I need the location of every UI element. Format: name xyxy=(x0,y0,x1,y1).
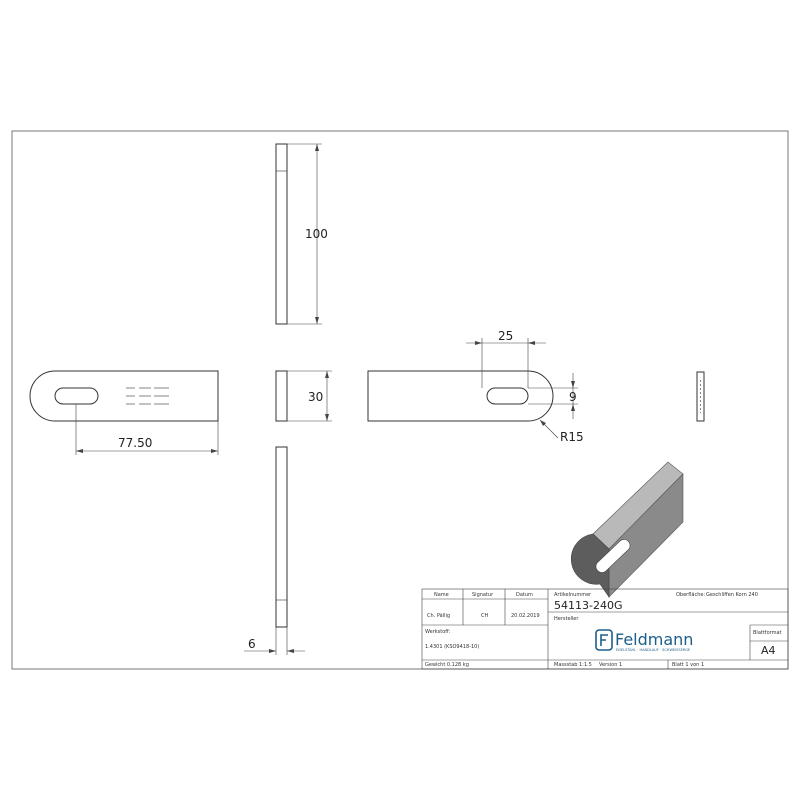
format-label: Blattformat xyxy=(753,630,782,636)
feldmann-logo-icon xyxy=(595,629,613,651)
dim-slot-pitch-label: 25 xyxy=(498,329,513,343)
dimension-radius: R15 xyxy=(539,419,584,444)
sheet-value: Blatt 1 von 1 xyxy=(672,662,704,668)
dimension-height: 100 xyxy=(287,143,328,325)
dimension-thickness: 6 xyxy=(244,627,305,655)
dim-slot-width-label: 9 xyxy=(569,390,577,404)
format-value: A4 xyxy=(761,644,776,657)
version-value: Version 1 xyxy=(599,662,622,668)
drafter-signature: CH xyxy=(481,613,488,619)
header-signature: Signatur xyxy=(472,592,494,598)
article-label: Artikelnummer xyxy=(554,592,592,598)
dim-height-label: 100 xyxy=(305,227,328,241)
dim-width-label: 30 xyxy=(308,390,323,404)
dim-radius-label: R15 xyxy=(560,430,584,444)
material-value: 1.4301 (KSO9418-10) xyxy=(425,644,479,650)
header-date: Datum xyxy=(516,592,533,598)
bottom-edge-view xyxy=(275,446,288,628)
manufacturer-label: Hersteller xyxy=(554,616,579,622)
top-edge-view xyxy=(275,143,288,325)
weight-value: Gewicht 0.128 kg xyxy=(425,662,469,668)
dimension-width: 30 xyxy=(287,370,332,422)
article-number: 54113-240G xyxy=(554,599,622,612)
dim-hole-position-label: 77.50 xyxy=(118,436,152,450)
drafter-name: Ch. Pällig xyxy=(427,613,450,619)
logo-tagline: EDELSTAHL · HANDLAUF · SCHWEISSERGE xyxy=(616,648,690,652)
front-view-part xyxy=(29,370,219,422)
surface-value: Geschliffen Korn 240 xyxy=(706,592,758,598)
slot-hole xyxy=(54,387,99,405)
feldmann-logo: Feldmann EDELSTAHL · HANDLAUF · SCHWEISS… xyxy=(595,629,693,652)
dimension-slot-pitch: 25 xyxy=(466,329,546,388)
dim-thickness-label: 6 xyxy=(248,637,256,651)
isometric-view-part xyxy=(570,461,684,598)
end-view-part xyxy=(696,371,705,422)
iso-slot-hole xyxy=(595,539,631,573)
slot-hole xyxy=(486,387,529,405)
right-plan-view-part xyxy=(367,370,554,422)
logo-name: Feldmann xyxy=(615,630,693,649)
surface-label: Oberfläche: xyxy=(676,592,705,598)
scale-value: Massstab 1:1.5 xyxy=(554,662,592,668)
engraving-marks xyxy=(126,387,169,405)
material-label: Werkstoff: xyxy=(425,629,451,635)
header-name: Name xyxy=(434,592,449,598)
middle-edge-view xyxy=(275,370,288,422)
dimension-slot-width: 9 xyxy=(528,373,578,419)
dimension-hole-position: 77.50 xyxy=(75,404,219,455)
title-block xyxy=(421,588,789,670)
drawing-frame xyxy=(11,130,789,670)
drawing-date: 20.02.2019 xyxy=(511,613,540,619)
